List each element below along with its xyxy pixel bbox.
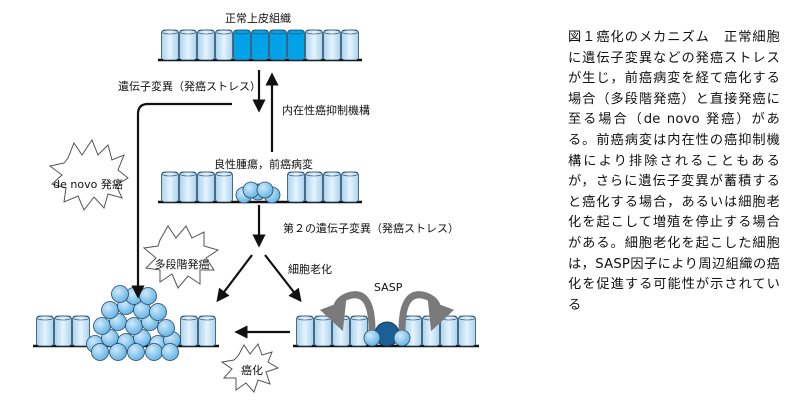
epithelial-cell	[440, 315, 458, 347]
epithelial-cell	[287, 171, 305, 203]
cell-top	[269, 29, 287, 35]
epithelial-cell	[54, 315, 72, 347]
mutated-cell	[287, 29, 305, 61]
cell-top	[161, 171, 179, 177]
tumor-cell	[139, 287, 157, 305]
cell-top	[161, 29, 179, 35]
cell-top	[179, 29, 197, 35]
label-mutation-stress: 遺伝子変異（発癌ストレス）	[118, 80, 261, 93]
cell-top	[179, 171, 197, 177]
epithelial-cell	[215, 171, 233, 203]
epithelial-cell	[197, 171, 215, 203]
arrow-multistep	[216, 254, 253, 303]
label-carcinogenesis: 癌化	[241, 364, 263, 377]
epithelial-cell	[341, 171, 359, 203]
cell-top	[233, 29, 251, 35]
senescent-tissue-strip	[293, 315, 479, 348]
mutated-cell	[269, 29, 287, 61]
cell-top	[287, 29, 305, 35]
diagram-canvas	[33, 29, 479, 393]
label-de-novo: de novo 発癌	[53, 178, 123, 191]
epithelial-cell	[36, 315, 54, 347]
burst-de-novo	[48, 138, 129, 211]
label-benign-precancer: 良性腫瘍，前癌病変	[214, 158, 313, 171]
tumor-cell	[91, 343, 109, 361]
figure-caption: 図１癌化のメカニズム 正常細胞に遺伝子変異などの発癌ストレスが生じ，前癌病変を経…	[568, 28, 780, 316]
epithelial-cell	[323, 29, 341, 61]
epithelial-cell	[197, 29, 215, 61]
caption-text: 図１癌化のメカニズム 正常細胞に遺伝子変異などの発癌ストレスが生じ，前癌病変を経…	[568, 30, 780, 313]
epithelial-cell	[180, 315, 198, 347]
label-senescence: 細胞老化	[288, 263, 332, 276]
epithelial-cell	[179, 29, 197, 61]
label-second-mutation: 第２の遺伝子変異（発癌ストレス）	[283, 222, 459, 235]
benign-lesion-strip	[158, 171, 362, 204]
cell-top	[180, 315, 198, 321]
epithelial-cell	[305, 29, 323, 61]
burst-carcinogenesis	[220, 342, 280, 393]
label-normal-epithelium: 正常上皮組織	[225, 12, 291, 25]
neighbor-cell	[363, 329, 381, 347]
label-intrinsic-suppression: 内在性癌抑制機構	[282, 104, 370, 117]
normal-epithelium-strip	[158, 29, 362, 62]
tumor-cell	[93, 317, 111, 335]
tumor-cell	[101, 301, 119, 319]
cell-top	[305, 29, 323, 35]
cell-top	[287, 171, 305, 177]
cell-top	[305, 171, 323, 177]
label-multistep: 多段階発癌	[154, 258, 210, 271]
cell-top	[323, 29, 341, 35]
neighbor-cell	[393, 329, 411, 347]
label-sasp: SASP	[374, 281, 403, 294]
arrow-senescence	[264, 254, 302, 303]
epithelial-cell	[296, 315, 314, 347]
mutated-cell	[251, 29, 269, 61]
epithelial-cell	[161, 171, 179, 203]
cell-top	[341, 29, 359, 35]
tumor-cell	[111, 285, 129, 303]
cell-top	[458, 315, 476, 321]
mutated-cell	[233, 29, 251, 61]
tumor-cell	[161, 343, 179, 361]
sasp-right-curved-arrow	[398, 291, 455, 332]
cell-top	[350, 315, 368, 321]
cell-top	[215, 29, 233, 35]
epithelial-cell	[179, 171, 197, 203]
cell-top	[215, 171, 233, 177]
cancer-tissue-strip	[33, 285, 219, 361]
epithelial-cell	[161, 29, 179, 61]
cell-top	[198, 315, 216, 321]
tumor-cell	[127, 343, 145, 361]
carcinogenesis-diagram: 正常上皮組織 遺伝子変異（発癌ストレス） 内在性癌抑制機構 良性腫瘍，前癌病変 …	[33, 12, 479, 393]
cell-top	[296, 315, 314, 321]
epithelial-cell	[305, 171, 323, 203]
epithelial-cell	[341, 29, 359, 61]
tumor-cell	[145, 343, 163, 361]
cell-top	[36, 315, 54, 321]
cell-top	[54, 315, 72, 321]
cell-top	[197, 29, 215, 35]
flow-arrows	[131, 70, 302, 339]
cell-top	[197, 171, 215, 177]
tumor-cell	[157, 319, 175, 337]
cell-top	[251, 29, 269, 35]
epithelial-cell	[332, 315, 350, 347]
epithelial-cell	[422, 315, 440, 347]
arrow-de-novo	[131, 102, 232, 299]
epithelial-cell	[314, 315, 332, 347]
epithelial-cell	[458, 315, 476, 347]
tumor-cell	[149, 303, 167, 321]
sasp-left-curved-arrow	[319, 291, 376, 332]
tumor-cell	[109, 343, 127, 361]
cell-top	[323, 171, 341, 177]
epithelial-cell	[323, 171, 341, 203]
epithelial-cell	[198, 315, 216, 347]
precancer-cell	[256, 181, 274, 199]
cell-top	[72, 315, 90, 321]
cell-top	[341, 171, 359, 177]
tumor-cell	[125, 317, 143, 335]
sasp-arrows	[319, 291, 455, 332]
epithelial-cell	[215, 29, 233, 61]
burst-multistep	[142, 225, 220, 289]
